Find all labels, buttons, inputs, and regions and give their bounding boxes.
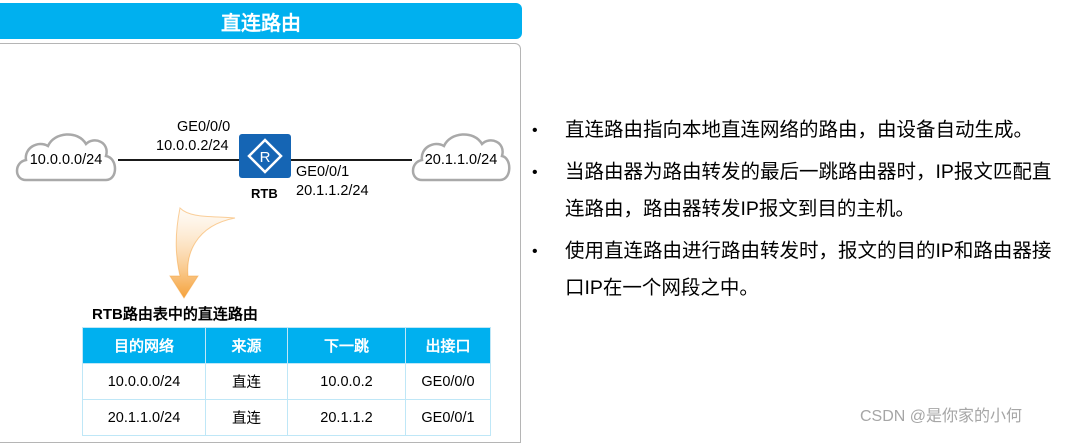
column-header-destination: 目的网络 [82, 327, 206, 364]
table-header-row: 目的网络 来源 下一跳 出接口 [82, 327, 491, 364]
table-row: 10.0.0.0/24 直连 10.0.0.2 GE0/0/0 [82, 363, 491, 400]
cloud-icon [411, 133, 511, 182]
cell-next-hop: 10.0.0.2 [287, 363, 406, 400]
bullet-item: • 当路由器为路由转发的最后一跳路由器时，IP报文匹配直连路由，路由器转发IP报… [532, 154, 1052, 228]
cell-source: 直连 [205, 363, 288, 400]
link-left [118, 159, 240, 161]
column-header-interface: 出接口 [405, 327, 491, 364]
interface-ip: 20.1.1.2/24 [296, 183, 369, 199]
route-table: 目的网络 来源 下一跳 出接口 10.0.0.0/24 直连 10.0.0.2 … [82, 327, 491, 436]
cell-interface: GE0/0/0 [405, 363, 491, 400]
column-header-next-hop: 下一跳 [287, 327, 406, 364]
bullet-text: 当路由器为路由转发的最后一跳路由器时，IP报文匹配直连路由，路由器转发IP报文到… [565, 161, 1052, 220]
slide-title-bar: 直连路由 [0, 3, 522, 39]
bullet-text: 使用直连路由进行路由转发时，报文的目的IP和路由器接口IP在一个网段之中。 [565, 240, 1052, 299]
interface-label-left: GE0/0/0 [177, 118, 230, 137]
cell-destination: 10.0.0.0/24 [82, 363, 206, 400]
router-icon: R [239, 134, 291, 178]
bullet-icon: • [532, 243, 538, 260]
link-right [290, 159, 412, 161]
interface-label-right: GE0/0/1 [296, 163, 349, 182]
slide-title: 直连路由 [221, 12, 301, 35]
cell-source: 直连 [205, 399, 288, 436]
route-table-caption: RTB路由表中的直连路由 [92, 306, 258, 323]
curved-arrow-down-icon [160, 198, 250, 308]
interface-ip-right: 20.1.1.2/24 [296, 182, 369, 201]
bullet-icon: • [532, 122, 538, 139]
network-cloud-right: 20.1.1.0/24 [408, 126, 514, 182]
bullet-text: 直连路由指向本地直连网络的路由，由设备自动生成。 [565, 119, 1034, 141]
watermark: CSDN @是你家的小何 [860, 408, 1023, 425]
interface-ip: 10.0.0.2/24 [156, 138, 229, 154]
interface-name: GE0/0/1 [296, 164, 350, 180]
interface-name: GE0/0/0 [177, 119, 231, 135]
bullet-item: • 使用直连路由进行路由转发时，报文的目的IP和路由器接口IP在一个网段之中。 [532, 233, 1052, 307]
svg-text:R: R [260, 149, 271, 166]
network-cloud-left: 10.0.0.0/24 [12, 126, 120, 182]
bullet-icon: • [532, 164, 538, 181]
cell-next-hop: 20.1.1.2 [287, 399, 406, 436]
explanation-bullets: • 直连路由指向本地直连网络的路由，由设备自动生成。 • 当路由器为路由转发的最… [532, 112, 1052, 312]
cell-interface: GE0/0/1 [405, 399, 491, 436]
router-name: RTB [251, 186, 278, 201]
cell-destination: 20.1.1.0/24 [82, 399, 206, 436]
bullet-item: • 直连路由指向本地直连网络的路由，由设备自动生成。 [532, 112, 1052, 149]
interface-ip-left: 10.0.0.2/24 [156, 137, 229, 156]
table-row: 20.1.1.0/24 直连 20.1.1.2 GE0/0/1 [82, 399, 491, 436]
cloud-icon [15, 133, 117, 182]
cloud-label: 10.0.0.0/24 [29, 152, 103, 168]
cloud-label: 20.1.1.0/24 [424, 152, 498, 168]
column-header-source: 来源 [205, 327, 288, 364]
